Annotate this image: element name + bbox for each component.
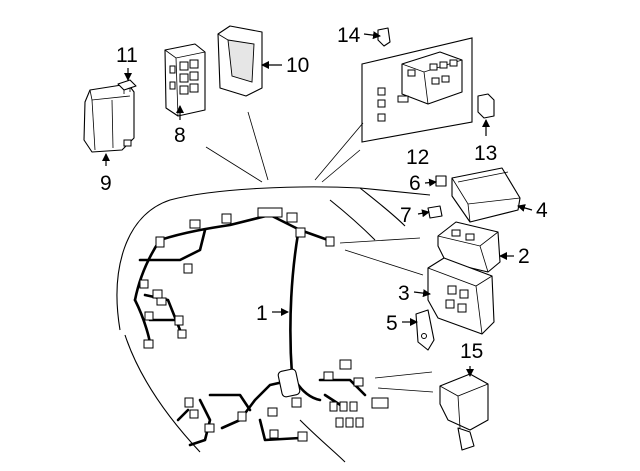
callout-11: 11 (116, 44, 138, 67)
part-2-fuse-box (437, 221, 501, 273)
callout-12: 12 (406, 146, 429, 169)
wire-harness (133, 207, 389, 447)
part-4-fuse-cover (451, 167, 521, 223)
callout-7: 7 (400, 204, 412, 227)
callout-3: 3 (398, 282, 410, 305)
vehicle-body-outline (116, 186, 431, 463)
callout-6: 6 (409, 172, 421, 195)
callout-4: 4 (536, 199, 548, 222)
callout-8: 8 (174, 124, 186, 147)
part-5-bracket (415, 309, 435, 351)
part-9-cover (83, 83, 135, 153)
part-13-relay (477, 93, 495, 119)
callout-14: 14 (337, 24, 361, 47)
callout-5: 5 (386, 312, 398, 335)
callout-15: 15 (460, 340, 483, 363)
part-6-relay (435, 175, 447, 187)
callout-13: 13 (474, 142, 497, 165)
part-14-clip (377, 27, 391, 47)
callout-9: 9 (100, 172, 112, 195)
part-10-cover (217, 25, 263, 97)
part-7-relay (427, 205, 443, 219)
callout-2: 2 (518, 245, 530, 268)
guide-lines (205, 111, 434, 393)
part-3-junction-housing (427, 257, 495, 335)
part-12-fuse-box-assembly (361, 37, 473, 143)
callout-labels: 1 2 3 4 5 6 7 8 9 10 11 12 13 14 15 (100, 24, 548, 363)
part-8-fuse-block (164, 43, 206, 117)
part-15-control-module (439, 373, 489, 451)
leader-arrows (102, 31, 533, 377)
callout-1: 1 (256, 302, 268, 325)
part-11-fuse (117, 79, 137, 94)
callout-10: 10 (286, 54, 309, 77)
